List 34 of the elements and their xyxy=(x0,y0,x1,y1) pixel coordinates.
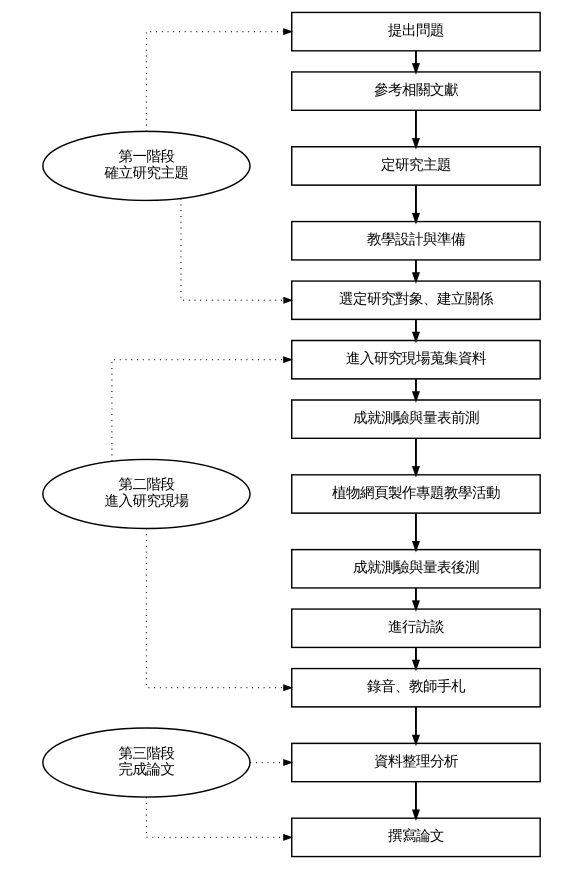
arrow xyxy=(411,320,420,344)
node-box: 成就測驗與量表後測 xyxy=(290,548,540,589)
node-ellipse: 第三階段 完成論文 xyxy=(42,727,250,798)
arrow xyxy=(411,782,420,822)
node-box: 植物網頁製作專題教學活動 xyxy=(290,474,540,514)
node-box: 錄音、教師手札 xyxy=(290,668,540,708)
arrow xyxy=(411,438,420,478)
arrow xyxy=(145,528,293,692)
node-box: 撰寫論文 xyxy=(290,817,540,858)
arrow xyxy=(411,707,420,746)
node-box: 進行訪談 xyxy=(290,608,540,648)
arrow xyxy=(411,51,420,75)
arrow xyxy=(180,198,293,304)
arrow xyxy=(411,260,420,284)
arrow xyxy=(110,356,293,462)
arrow xyxy=(145,797,293,841)
node-box: 選定研究對象、建立關係 xyxy=(290,280,540,320)
arrow xyxy=(411,513,420,552)
node-box: 提出問題 xyxy=(290,12,540,52)
node-ellipse: 第二階段 進入研究現場 xyxy=(42,458,250,530)
node-box: 定研究主題 xyxy=(290,146,540,186)
node-box: 教學設計與準備 xyxy=(290,220,540,261)
arrow xyxy=(411,379,420,403)
node-box: 參考相關文獻 xyxy=(290,71,540,112)
arrow xyxy=(411,648,420,672)
arrow xyxy=(411,110,420,150)
arrow xyxy=(411,588,420,612)
node-box: 資料整理分析 xyxy=(290,742,540,782)
arrow xyxy=(145,28,293,132)
node-ellipse: 第一階段 確立研究主題 xyxy=(42,130,250,202)
arrow xyxy=(250,759,293,766)
node-box: 成就測驗與量表前測 xyxy=(290,399,540,440)
arrow xyxy=(411,185,420,224)
node-box: 進入研究現場蒐集資料 xyxy=(290,340,540,380)
